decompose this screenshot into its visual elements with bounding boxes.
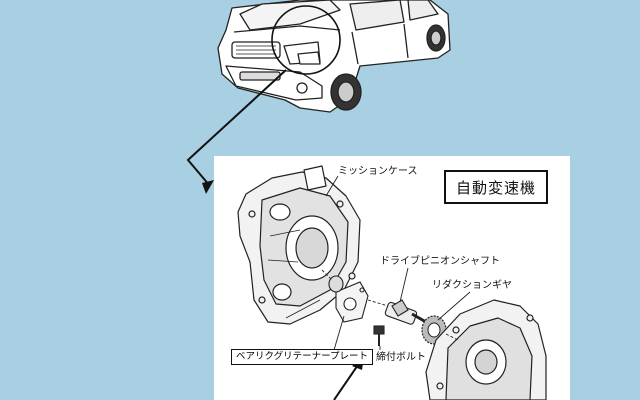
bearing-retainer-plate-drawing [335, 281, 369, 323]
diagram-title: 自動変速機 [444, 170, 548, 204]
highlight-circle [271, 5, 341, 75]
label-mission-case: ミッションケース [338, 166, 418, 177]
label-drive-pinion-shaft: ドライブピニオンシャフト [380, 256, 500, 267]
car-illustration [217, 0, 451, 113]
assembly-lines [321, 269, 459, 341]
label-fastening-bolt: 締付ボルト [376, 352, 426, 363]
label-bearing-retainer-plate: ベアリクグリテーナープレート [231, 349, 374, 365]
transmission-housing-drawing [425, 299, 547, 400]
drive-pinion-shaft-drawing [384, 299, 427, 325]
label-reduction-gear: リダクションギヤ [432, 280, 512, 291]
label-leaders [325, 175, 471, 351]
fastening-bolt-drawing [373, 325, 385, 346]
leader-arrow [186, 69, 287, 194]
